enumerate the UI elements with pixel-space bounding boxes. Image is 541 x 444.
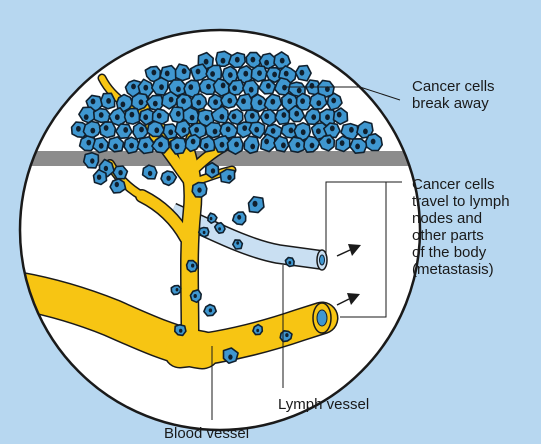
tumor-cell (216, 51, 231, 66)
tumor-cell (84, 153, 99, 168)
tumor-cell (251, 66, 266, 82)
lymph-vessel-label: Lymph vessel (278, 396, 369, 413)
travelling-cancer-cell (199, 228, 209, 237)
blood-vessel-label: Blood vessel (164, 425, 249, 442)
tumor-cell (221, 92, 238, 108)
tumor-cell (101, 93, 115, 109)
travelling-cancer-cell (233, 240, 243, 249)
tumor-cell (296, 66, 312, 81)
tumor-cell (110, 179, 126, 193)
tumor-cell (310, 93, 327, 109)
tumor-cell (336, 136, 350, 151)
tumor-cell (191, 94, 206, 110)
travelling-cancer-cell (285, 258, 294, 267)
tumor-cell (206, 163, 219, 178)
tumor-cell (220, 169, 234, 183)
travelling-cancer-cell (187, 261, 198, 272)
tumor-cell (143, 165, 157, 179)
travelling-cancer-cell (175, 325, 186, 336)
travelling-cancer-cell (233, 212, 246, 225)
travelling-cancer-cell (249, 197, 264, 213)
travelling-cancer-cell (204, 305, 216, 316)
tumor-cell (350, 139, 368, 153)
tumor-cell (227, 137, 243, 154)
tumor-cell (171, 138, 187, 154)
tumor-cell (125, 109, 140, 125)
tumor-cell (113, 166, 127, 179)
break-away-label: Cancer cells break away (412, 78, 495, 112)
metastasis-label: Cancer cells travel to lymph nodes and o… (412, 176, 510, 278)
tumor-cell (244, 136, 259, 153)
travelling-cancer-cell (190, 290, 201, 303)
tumor-cell (192, 183, 207, 198)
tumor-cell (83, 121, 101, 137)
tumor-cell (94, 109, 111, 123)
tumor-cell (366, 134, 382, 151)
travelling-cancer-cell (253, 325, 262, 335)
tumor-cell (100, 122, 116, 138)
tumor-cell (259, 80, 276, 94)
tissue-layer (0, 151, 541, 166)
tumor-cell (191, 64, 207, 81)
tumor-cell (116, 124, 132, 138)
travelling-cancer-cell (171, 286, 181, 295)
travelling-cancer-cell (280, 331, 292, 342)
